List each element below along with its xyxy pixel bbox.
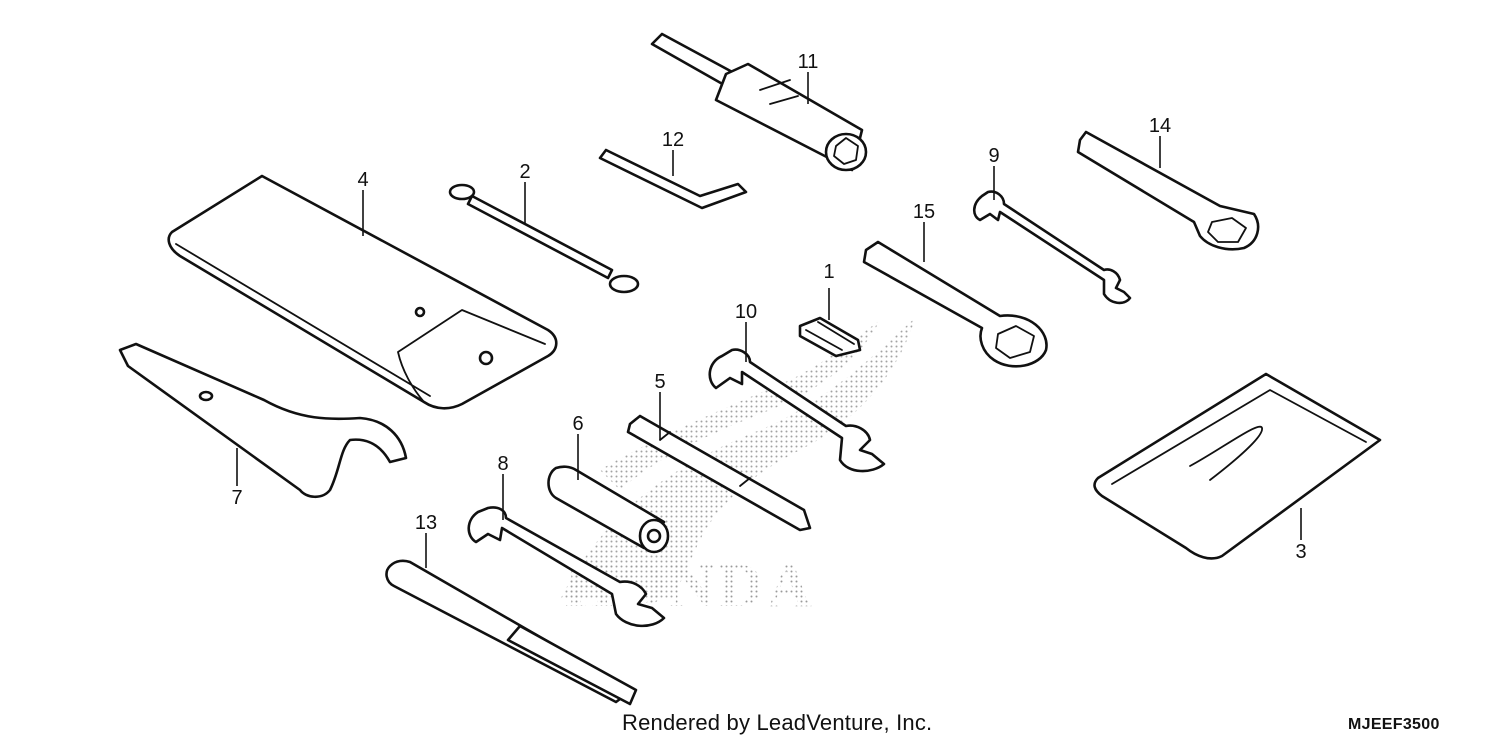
part-8-open-wrench[interactable] [467,506,666,628]
callout-6: 6 [572,413,583,435]
callout-14: 14 [1149,115,1171,137]
part-12-hex-key[interactable] [598,148,748,210]
part-2-rod-tool[interactable] [448,183,640,294]
leader-lines [236,72,1302,568]
callout-4: 4 [357,169,368,191]
part-10-open-wrench[interactable] [708,348,886,473]
part-1-fuse-puller[interactable] [798,316,862,358]
callout-5: 5 [654,371,665,393]
callout-9: 9 [988,145,999,167]
callout-15: 15 [913,201,935,223]
callout-12: 12 [662,129,684,151]
rendered-by-credit: Rendered by LeadVenture, Inc. [622,710,933,735]
part-15-box-wrench[interactable] [862,240,1048,368]
part-13-extension-bar[interactable] [385,559,638,706]
callout-2: 2 [519,161,530,183]
callout-1: 1 [823,261,834,283]
callout-labels: 1 2 3 4 5 6 7 8 9 10 11 12 13 14 15 [231,51,1306,563]
part-14-box-wrench[interactable] [1076,130,1260,251]
callout-8: 8 [497,453,508,475]
callout-3: 3 [1295,541,1306,563]
part-4-tool-bag[interactable] [167,174,558,410]
part-9-open-wrench[interactable] [972,190,1132,305]
callout-13: 13 [415,512,437,534]
callout-7: 7 [231,487,242,509]
part-7-pin-spanner[interactable] [118,342,408,499]
callout-10: 10 [735,301,757,323]
part-5-screwdriver[interactable] [626,414,812,532]
callout-11: 11 [798,51,819,73]
part-11-plug-wrench[interactable] [650,32,868,172]
part-3-pouch[interactable] [1093,372,1382,560]
part-6-screwdriver-grip[interactable] [547,465,670,554]
diagram-code: MJEEF3500 [1348,716,1440,733]
